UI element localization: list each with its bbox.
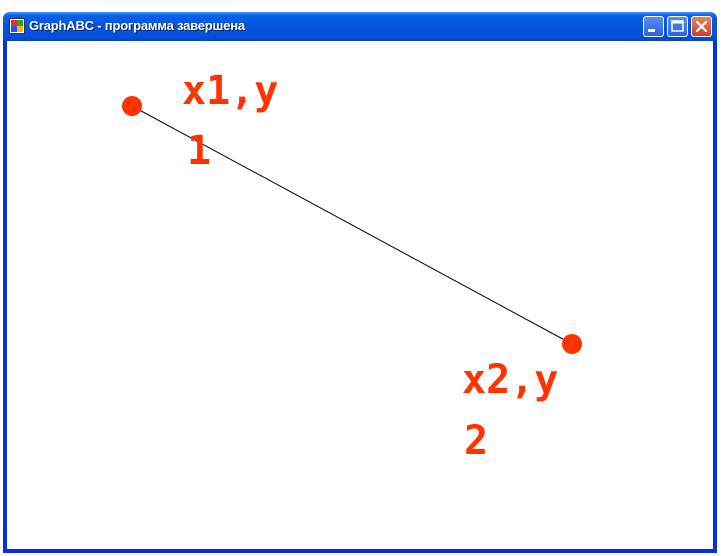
minimize-icon <box>648 29 655 32</box>
point-1-marker <box>122 96 142 116</box>
window-title: GraphABC - программа завершена <box>29 18 245 33</box>
line-segment <box>131 105 573 345</box>
maximize-icon <box>671 20 684 32</box>
title-bar[interactable]: GraphABC - программа завершена <box>3 12 717 41</box>
close-icon <box>695 20 708 33</box>
graphabc-app-icon[interactable] <box>9 18 25 34</box>
point-1-label-line2: 1 <box>187 128 212 174</box>
maximize-button[interactable] <box>667 16 688 37</box>
point-2-label-line2: 2 <box>464 418 489 464</box>
point-2-marker <box>562 334 582 354</box>
drawing-canvas: x1,y 1 x2,y 2 <box>7 41 713 549</box>
close-button[interactable] <box>691 16 712 37</box>
minimize-button[interactable] <box>643 16 664 37</box>
point-2-label-line1: x2,y <box>462 357 559 403</box>
app-window: GraphABC - программа завершена x1,y 1 x <box>3 12 717 553</box>
canvas-graphics <box>122 96 582 354</box>
point-1-label-line1: x1,y <box>182 68 279 114</box>
